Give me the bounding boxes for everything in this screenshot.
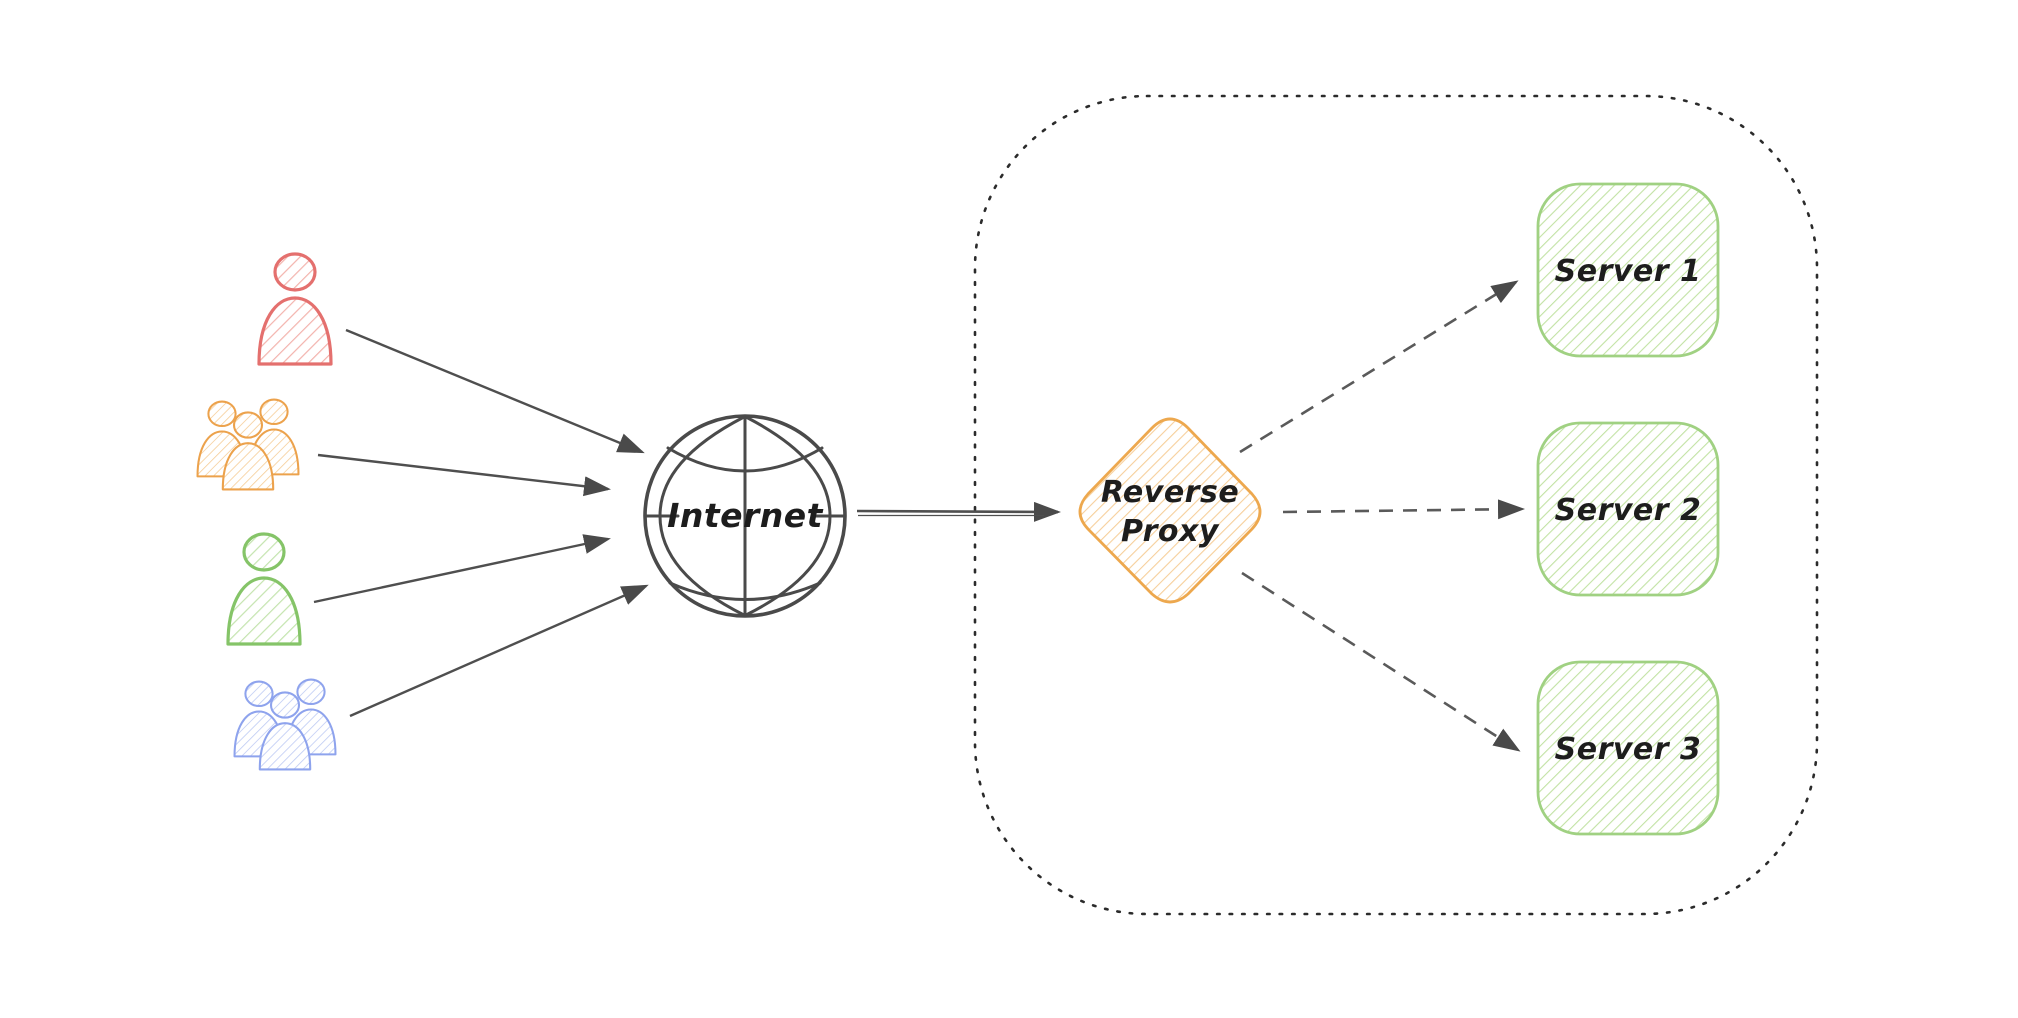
- server-1-box: [1536, 182, 1720, 358]
- arrow-internet-to-proxy: [856, 501, 1061, 522]
- server-3-label: Server 3: [1555, 732, 1702, 767]
- internet-label: Internet: [667, 496, 824, 535]
- internet-globe-icon: [643, 414, 847, 618]
- single-user-green-icon: [226, 532, 302, 646]
- reverse-proxy-node: [1078, 417, 1262, 604]
- server-2-box: [1536, 421, 1720, 597]
- arrow-proxy-to-server-2: [1282, 499, 1525, 520]
- server-2-label: Server 2: [1555, 493, 1702, 528]
- arrow-orange-users-to-internet: [317, 453, 611, 497]
- server-3-box: [1536, 660, 1720, 836]
- arrow-proxy-to-server-1: [1239, 280, 1519, 454]
- server-3-node: Server 3: [1536, 660, 1720, 836]
- user-group-orange-icon: [196, 398, 300, 491]
- server-1-node: Server 1: [1536, 182, 1720, 358]
- reverse-proxy-label-line1: Reverse: [1101, 475, 1239, 510]
- single-user-red-icon: [257, 252, 333, 366]
- arrow-red-user-to-internet: [345, 328, 645, 454]
- arrow-green-user-to-internet: [313, 534, 611, 604]
- server-1-label: Server 1: [1555, 254, 1702, 289]
- user-group-blue-icon: [233, 678, 337, 771]
- server-2-node: Server 2: [1536, 421, 1720, 597]
- arrow-proxy-to-server-3: [1241, 571, 1521, 752]
- arrow-blue-users-to-internet: [349, 584, 649, 718]
- reverse-proxy-label-line2: Proxy: [1121, 514, 1220, 549]
- server-cluster-boundary: [973, 94, 1819, 916]
